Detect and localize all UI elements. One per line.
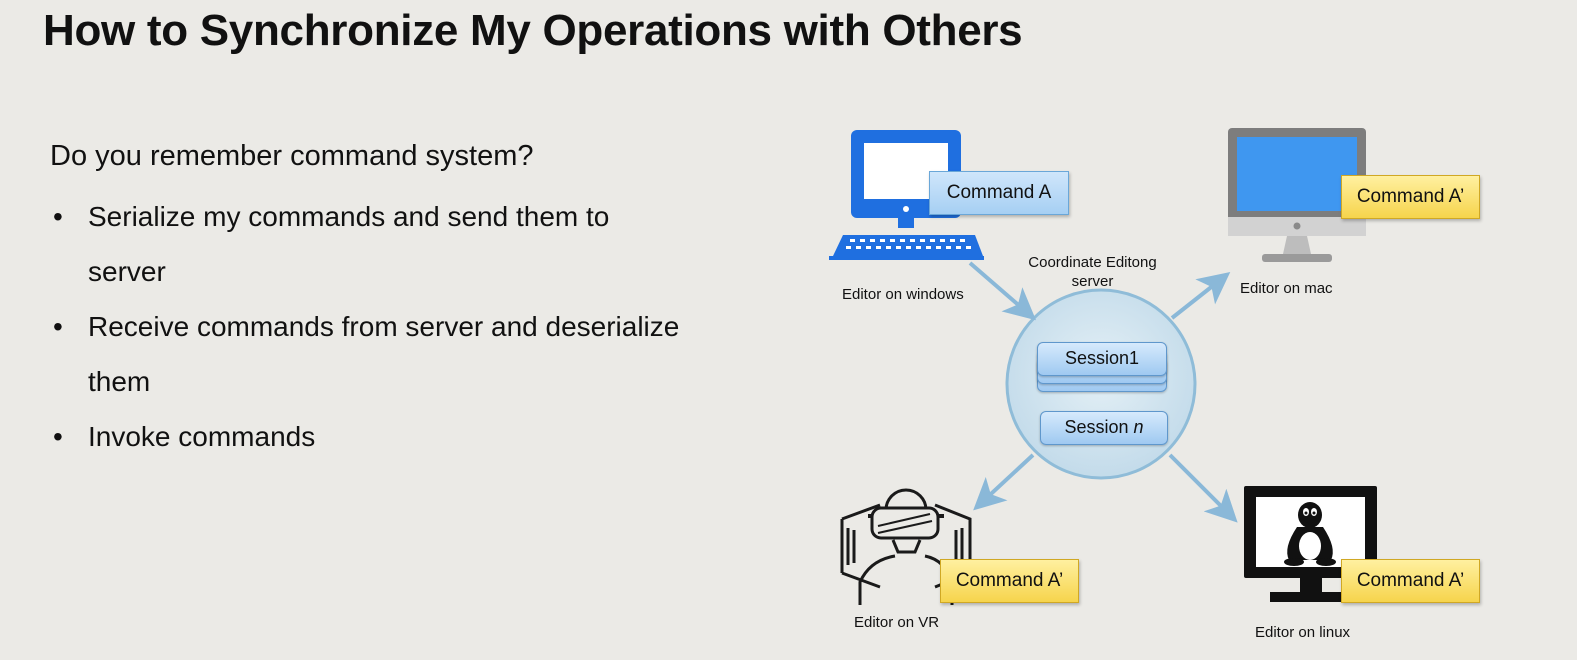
bullet-dot: • [53, 421, 63, 452]
command-box-windows: Command A [929, 171, 1069, 215]
session-n: Session n [1040, 411, 1168, 445]
command-box-mac: Command A’ [1341, 175, 1480, 219]
vr-label: Editor on VR [854, 614, 940, 631]
arrow-server-to-mac [1170, 272, 1231, 320]
imac-icon [1228, 128, 1366, 262]
server-label: Coordinate Editong server [1028, 254, 1157, 290]
windows-label: Editor on windows [842, 286, 964, 303]
bullet-text: Receive commands from server and deseria… [88, 311, 680, 397]
bullet-list: • Serialize my commands and send them to … [50, 189, 690, 464]
session-n-label: Session [1064, 417, 1129, 437]
tux-icon [1284, 502, 1336, 566]
bullet-dot: • [53, 201, 63, 232]
bullet-item: • Invoke commands [50, 409, 690, 464]
command-box-linux: Command A’ [1341, 559, 1480, 603]
command-box-vr: Command A’ [940, 559, 1079, 603]
vr-headset-icon [840, 488, 972, 605]
bullet-text: Invoke commands [88, 421, 316, 452]
intro-text: Do you remember command system? [50, 140, 534, 172]
session-n-suffix: n [1133, 417, 1144, 437]
arrow-windows-to-server [968, 261, 1037, 321]
slide-title: How to Synchronize My Operations with Ot… [43, 6, 1023, 55]
arrow-server-to-linux [1168, 453, 1238, 523]
bullet-item: • Receive commands from server and deseri… [50, 299, 690, 409]
mac-label: Editor on mac [1240, 280, 1333, 297]
linux-label: Editor on linux [1255, 624, 1351, 641]
bullet-dot: • [53, 311, 63, 342]
bullet-item: • Serialize my commands and send them to … [50, 189, 690, 299]
bullet-text: Serialize my commands and send them to s… [88, 201, 610, 287]
arrow-server-to-vr [973, 453, 1035, 511]
session-1: Session1 [1037, 342, 1167, 376]
